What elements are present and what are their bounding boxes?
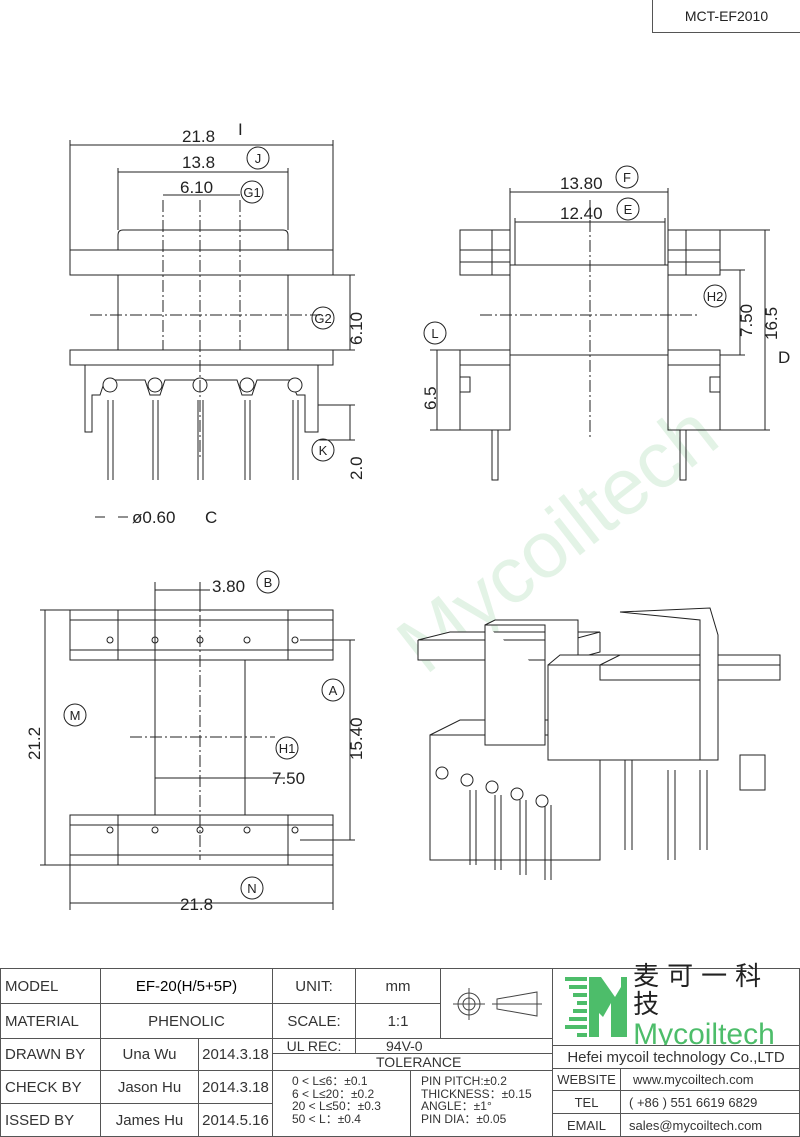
dim-H1: 7.50 [272, 769, 305, 788]
top-view [40, 582, 355, 910]
dim-A: 15.40 [347, 717, 366, 760]
email-label: EMAIL [552, 1113, 621, 1137]
tolerance-range: 6 < L≤20：±0.2 [292, 1086, 375, 1101]
callout-N: N [247, 881, 256, 896]
drawn-by: Una Wu [100, 1038, 199, 1071]
ul-label: UL REC: [272, 1038, 356, 1054]
issued-by: James Hu [100, 1103, 199, 1137]
scale-label: SCALE: [272, 1003, 356, 1039]
dim-G1: 6.10 [180, 178, 213, 197]
drawn-by-label: DRAWN BY [0, 1038, 101, 1071]
drawing-number: MCT-EF2010 [652, 0, 800, 33]
company-name: Hefei mycoil technology Co.,LTD [552, 1045, 800, 1069]
tolerance-range: 20 < L≤50：±0.3 [292, 1099, 381, 1113]
check-by: Jason Hu [100, 1070, 199, 1104]
tolerance-spec: ANGLE：±1° [421, 1099, 492, 1113]
label-C: C [205, 508, 217, 527]
callout-F: F [623, 170, 631, 185]
dim-G2: 6.10 [347, 312, 366, 345]
label-I: I [238, 120, 243, 139]
callout-B: B [264, 575, 273, 590]
tel-value: ( +86 ) 551 6619 6829 [620, 1090, 800, 1114]
dim-D-value: 16.5 [762, 307, 781, 340]
tolerance-spec: PIN DIA：±0.05 [421, 1111, 507, 1126]
technical-drawing: Mycoiltech 21.8 I 13.8 6.10 6.10 2.0 ø0.… [25, 120, 790, 914]
dim-M: 21.2 [25, 727, 44, 760]
tel-label: TEL [552, 1090, 621, 1114]
mycoil-logo-icon [565, 977, 627, 1037]
unit-value: mm [355, 968, 441, 1004]
unit-label: UNIT: [272, 968, 356, 1004]
dim-J: 13.8 [182, 153, 215, 172]
isometric-view [417, 607, 781, 880]
dim-I: 21.8 [182, 127, 215, 146]
tolerance-range: 0 < L≤6：±0.1 [292, 1074, 368, 1088]
dim-E: 12.40 [560, 204, 603, 223]
callout-A: A [329, 683, 338, 698]
drawn-date: 2014.3.18 [198, 1038, 273, 1071]
dim-B: 3.80 [212, 577, 245, 596]
dim-H2: 7.50 [737, 304, 756, 337]
callout-J: J [255, 151, 262, 166]
issued-date: 2014.5.16 [198, 1103, 273, 1137]
model-label: MODEL [0, 968, 101, 1004]
callout-M: M [70, 708, 81, 723]
tolerance-spec: PIN PITCH:±0.2 [421, 1074, 507, 1088]
dim-K: 2.0 [347, 456, 366, 480]
tolerance-range: 50 < L：±0.4 [292, 1111, 361, 1126]
callout-G1: G1 [243, 185, 260, 200]
email-link[interactable]: sales@mycoiltech.com [620, 1113, 800, 1137]
issued-by-label: ISSED BY [0, 1103, 101, 1137]
website-label: WEBSITE [552, 1068, 621, 1091]
dim-F: 13.80 [560, 174, 603, 193]
website-link[interactable]: www.mycoiltech.com [620, 1068, 800, 1091]
dim-L: 6.5 [421, 386, 440, 410]
first-angle-projection-icon [452, 987, 542, 1020]
material-value: PHENOLIC [100, 1003, 273, 1039]
ul-value: 94V-0 [355, 1038, 553, 1054]
callout-H1: H1 [279, 741, 296, 756]
model-value: EF-20(H/5+5P) [100, 968, 273, 1004]
callout-K: K [319, 443, 328, 458]
check-by-label: CHECK BY [0, 1070, 101, 1104]
label-D: D [778, 348, 790, 367]
material-label: MATERIAL [0, 1003, 101, 1039]
dimension-callouts [63, 146, 727, 900]
dim-N: 21.8 [180, 895, 213, 914]
callout-G2: G2 [314, 311, 331, 326]
check-date: 2014.3.18 [198, 1070, 273, 1104]
company-logo: 麦可一科技 Mycoiltech [552, 962, 800, 1051]
callout-L: L [431, 326, 438, 341]
scale-value: 1:1 [355, 1003, 441, 1039]
company-name-cn: 麦可一科技 [633, 961, 770, 1019]
tolerance-title: TOLERANCE [272, 1053, 553, 1071]
callout-E: E [624, 202, 633, 217]
callout-H2: H2 [707, 289, 724, 304]
tolerance-ranges [272, 1070, 411, 1137]
front-view [69, 140, 355, 518]
pin-diameter: ø0.60 [132, 508, 175, 527]
projection-symbol [440, 968, 553, 1039]
tolerance-specs [410, 1070, 553, 1137]
tolerance-spec: THICKNESS：±0.15 [421, 1086, 532, 1101]
side-view [430, 188, 770, 481]
